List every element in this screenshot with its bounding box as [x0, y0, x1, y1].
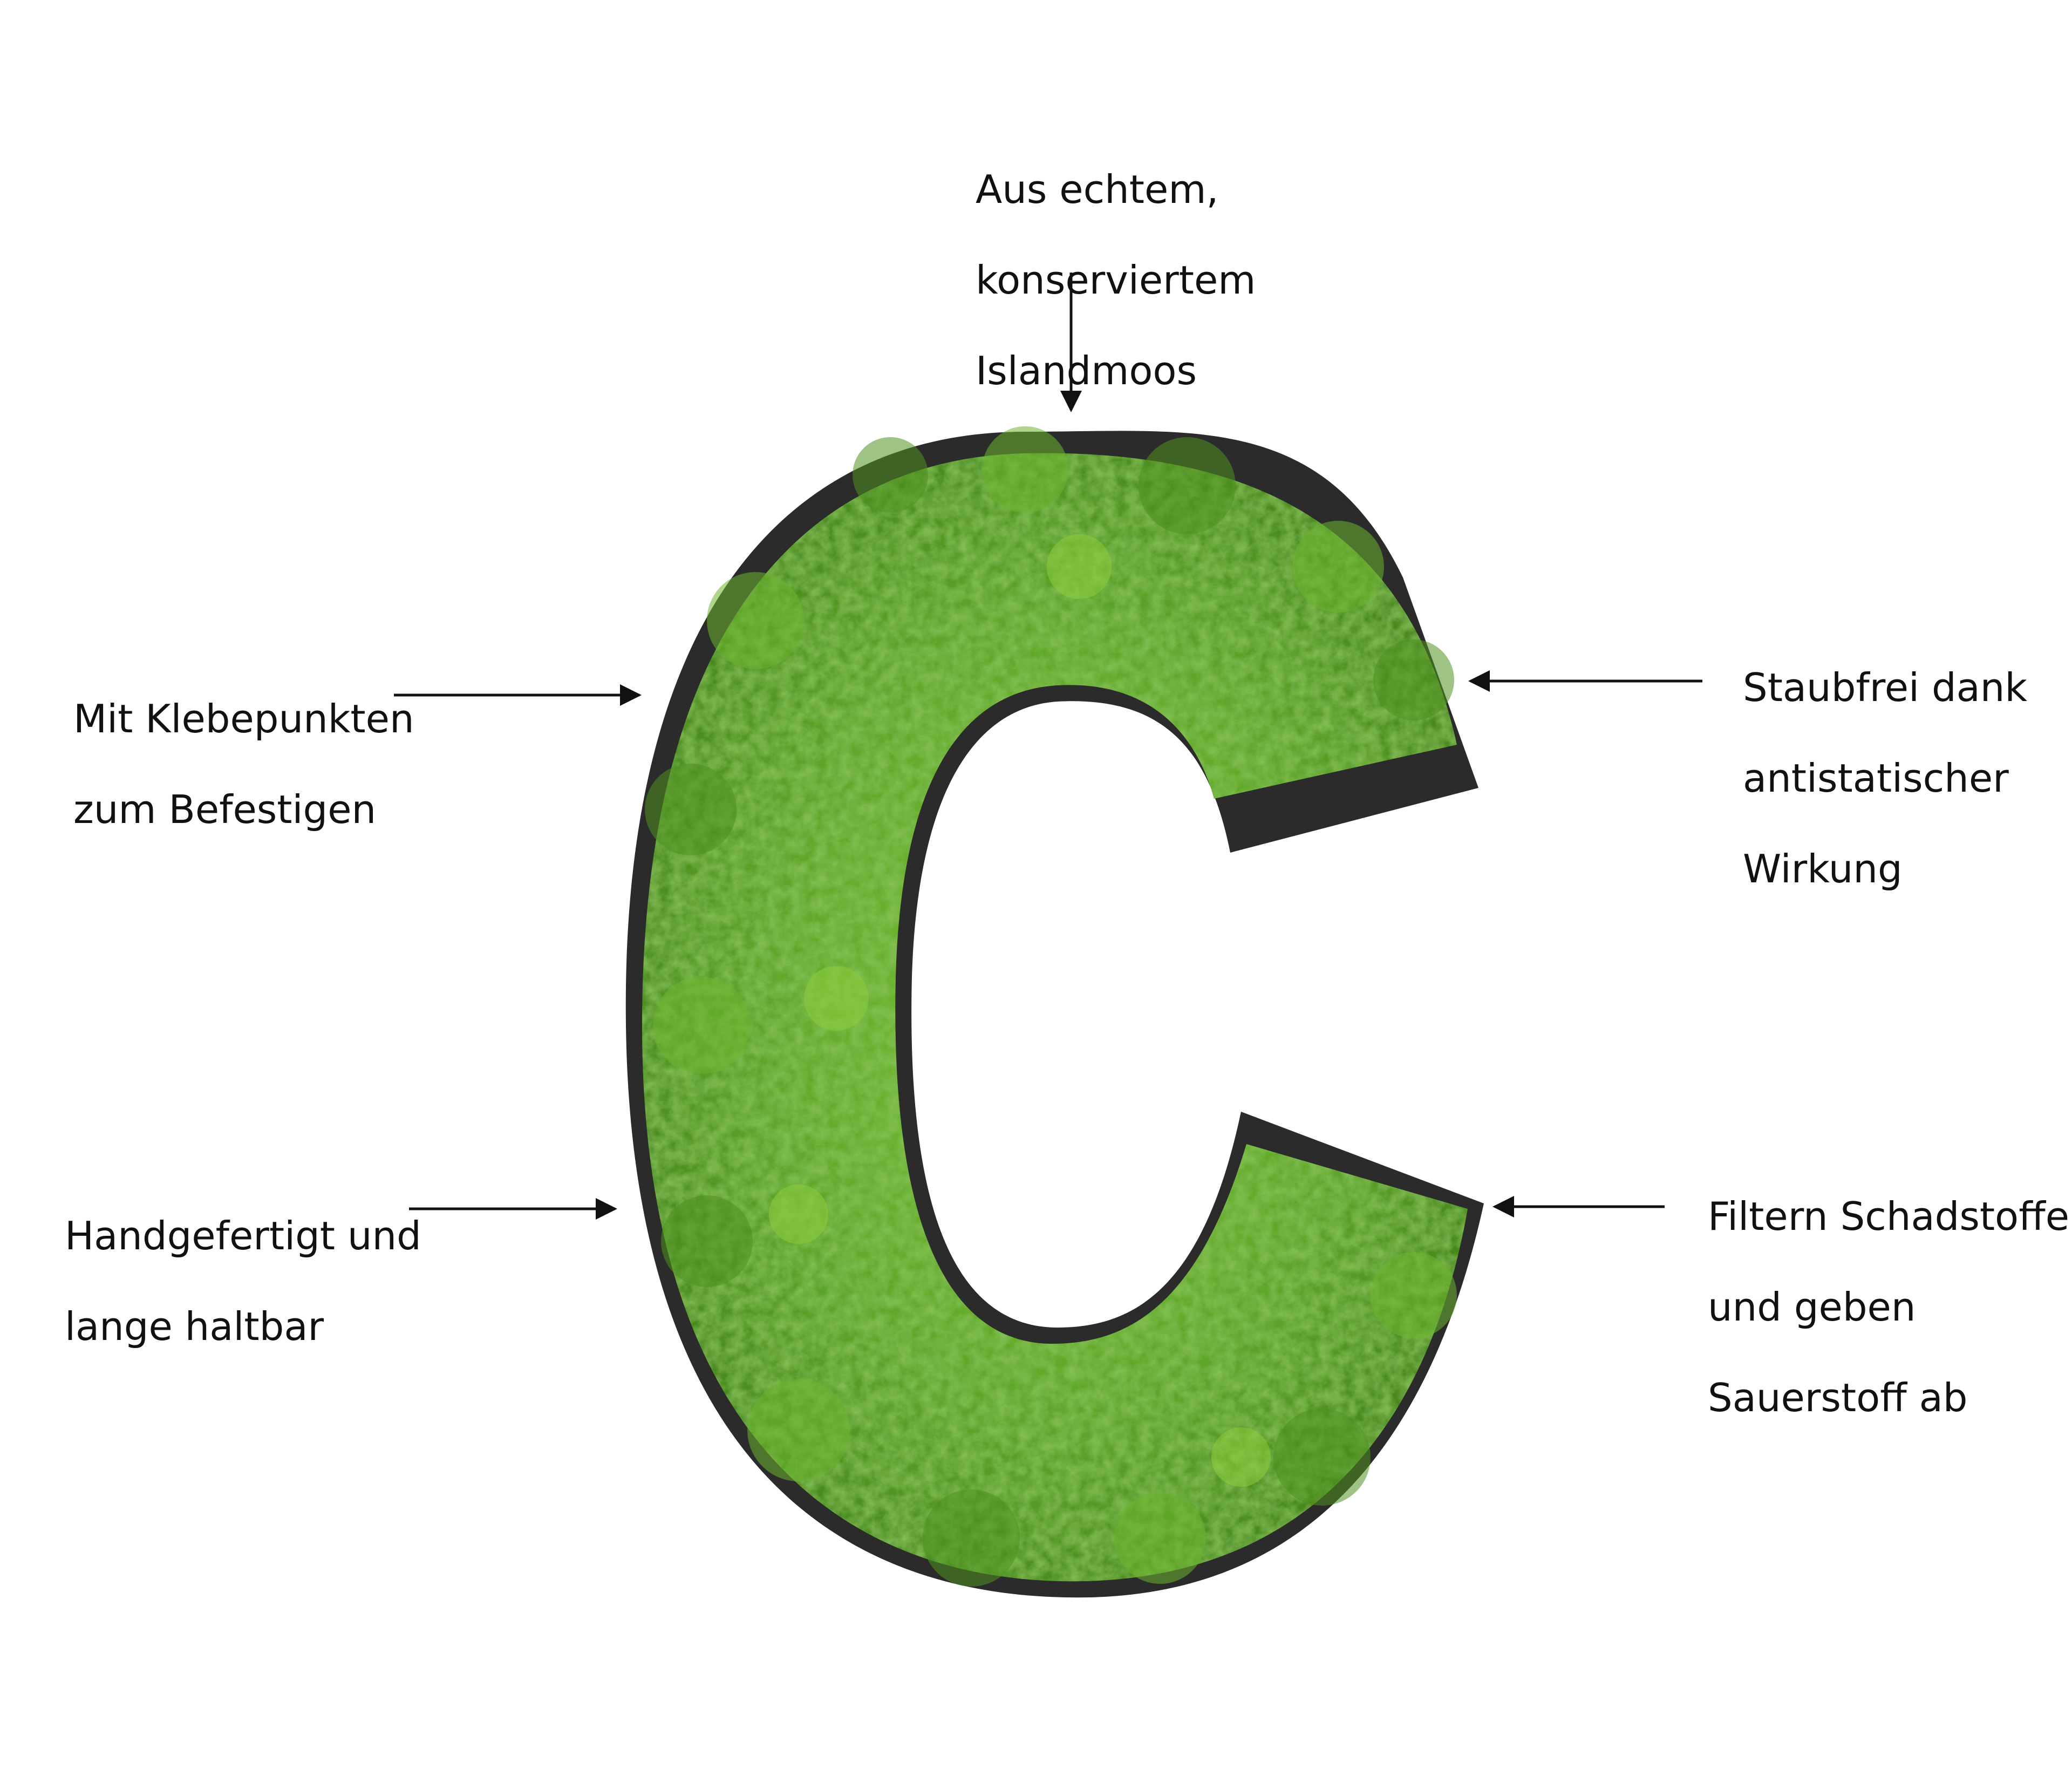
callout-line: Staubfrei dank [1743, 665, 2028, 710]
callout-handmade: Handgefertigt und lange haltbar [65, 1168, 421, 1394]
callout-line: Mit Klebepunkten [73, 696, 414, 741]
callout-line: zum Befestigen [73, 787, 377, 832]
callout-line: antistatischer [1743, 756, 2009, 801]
callout-dust-free: Staubfrei dank antistatischer Wirkung [1743, 620, 2027, 937]
callout-line: und geben [1708, 1284, 1916, 1330]
callout-line: Handgefertigt und [65, 1213, 421, 1258]
callout-line: lange haltbar [65, 1304, 324, 1349]
callout-line: konserviertem [976, 257, 1256, 303]
callout-line: Sauerstoff ab [1708, 1375, 1968, 1420]
moss-clumps [645, 426, 1457, 1587]
callout-line: Wirkung [1743, 846, 1903, 892]
callout-line: Aus echtem, [976, 167, 1219, 212]
callout-adhesive-dots: Mit Klebepunkten zum Befestigen [73, 651, 414, 877]
callout-line: Islandmoos [976, 348, 1197, 393]
callout-line: Filtern Schadstoffe [1708, 1194, 2070, 1239]
callout-air-filter: Filtern Schadstoffe und geben Sauerstoff… [1708, 1148, 2069, 1466]
moss-surface [642, 453, 1468, 1582]
callout-moss-origin: Aus echtem, konserviertem Islandmoos [976, 121, 1256, 439]
